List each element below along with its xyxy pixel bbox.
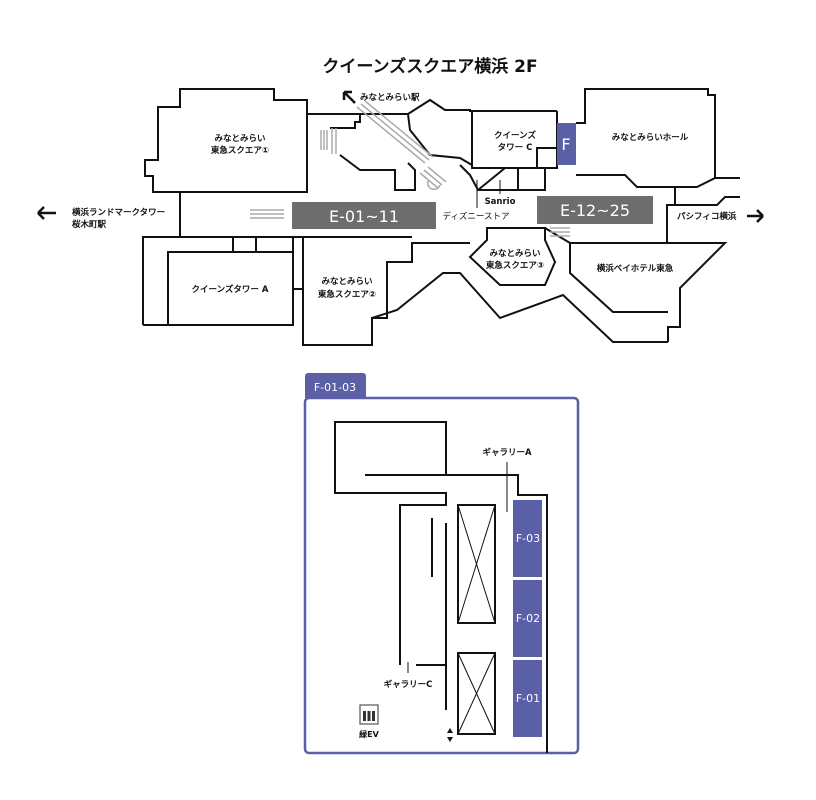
tower-c-label-2: タワー C: [498, 142, 533, 153]
unit-f-02-label: F-02: [516, 612, 540, 625]
sanrio-label: Sanrio: [485, 197, 516, 207]
arrow-up-left-icon: [342, 90, 356, 104]
arrow-right-icon: [747, 209, 764, 223]
left-exit-label-1: 横浜ランドマークタワー: [71, 207, 165, 218]
void-box-2: [457, 652, 496, 735]
station-label: みなとみらい駅: [360, 93, 420, 103]
hotel-label: 横浜ベイホテル東急: [596, 263, 674, 274]
right-exit-label: パシフィコ横浜: [677, 211, 737, 222]
unit-f-03-label: F-03: [516, 532, 540, 545]
unit-f-01-label: F-01: [516, 692, 540, 705]
square2-label-2: 東急スクエア②: [318, 289, 376, 300]
arrow-left-icon: [37, 206, 56, 220]
square1-label-2: 東急スクエア①: [211, 145, 269, 156]
inset-tab-label: F-01-03: [314, 381, 356, 394]
square2-label-1: みなとみらい: [321, 277, 372, 287]
unit-f-01[interactable]: [513, 660, 542, 737]
top-map-walls: [142, 88, 740, 346]
hall-label: みなとみらいホール: [612, 133, 689, 143]
inset-panel: [303, 373, 580, 755]
elevator-icon: [359, 704, 379, 725]
left-exit-label-2: 桜木町駅: [72, 219, 107, 230]
block-e-01-11[interactable]: [292, 202, 436, 229]
block-e-01-11-label: E-01~11: [329, 207, 399, 226]
tower-c-label-1: クイーンズ: [494, 130, 536, 141]
square1-label-1: みなとみらい: [214, 134, 265, 144]
square3-label-2: 東急スクエア③: [486, 260, 544, 271]
inset-walls: [334, 421, 548, 753]
ev-label: 緑EV: [359, 729, 379, 739]
gallery-c-label: ギャラリーC: [384, 679, 433, 690]
up-down-arrow-icon: [447, 728, 453, 742]
block-f-label: F: [561, 135, 570, 154]
tower-a-label: クイーンズタワー A: [192, 284, 269, 295]
escalators: [250, 100, 570, 237]
unit-f-02[interactable]: [513, 580, 542, 657]
block-f[interactable]: [557, 123, 576, 165]
map-title: クイーンズスクエア横浜 2F: [322, 56, 537, 77]
void-box-1: [457, 504, 496, 624]
disney-label: ディズニーストア: [443, 211, 510, 222]
block-e-12-25-label: E-12~25: [560, 201, 630, 220]
square3-label-1: みなとみらい: [489, 249, 540, 259]
gallery-a-label: ギャラリーA: [482, 447, 532, 458]
unit-f-03[interactable]: [513, 500, 542, 577]
block-e-12-25[interactable]: [537, 196, 653, 224]
